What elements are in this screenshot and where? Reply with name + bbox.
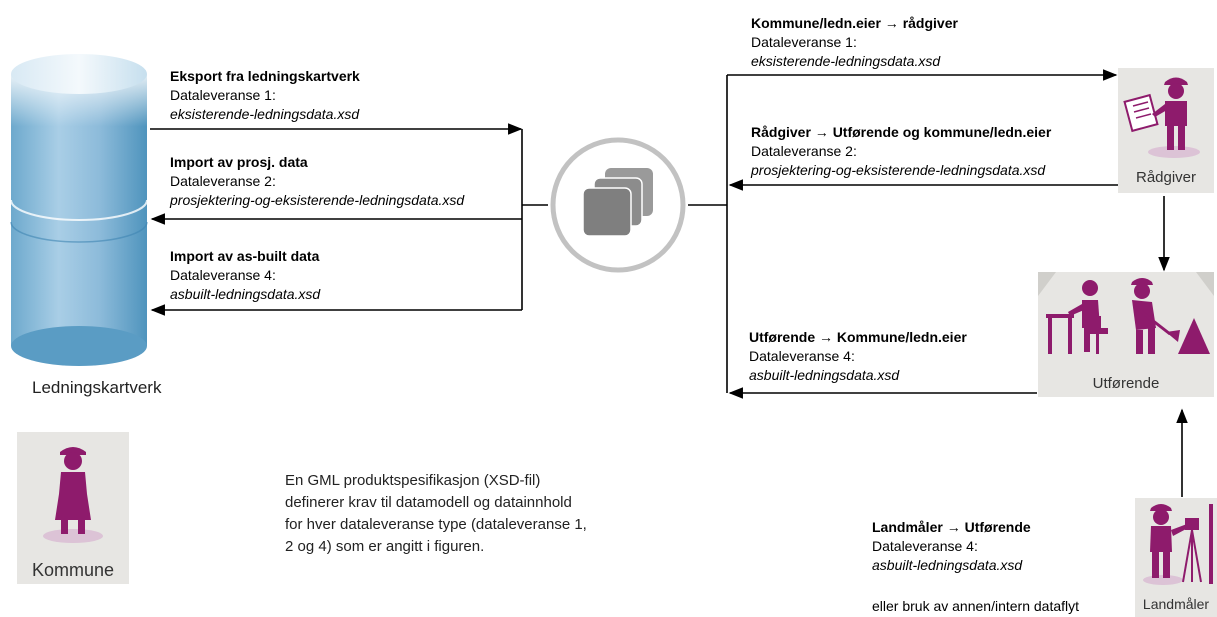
flow-delivery: Dataleveranse 2: [751, 143, 857, 159]
actor-landmaler: Landmåler [1135, 498, 1217, 617]
flow-delivery: Dataleveranse 1: [170, 87, 276, 103]
flow-file: eksisterende-ledningsdata.xsd [170, 106, 360, 122]
flow-delivery: Dataleveranse 2: [170, 173, 276, 189]
flow-from-landmaler-label: Landmåler → Utførende Dataleveranse 4: a… [872, 518, 1031, 575]
flow-file: prosjektering-og-eksisterende-ledningsda… [170, 192, 465, 208]
flow-file: asbuilt-ledningsdata.xsd [749, 367, 900, 383]
flow-delivery: Dataleveranse 4: [170, 267, 276, 283]
note-line: 2 og 4) som er angitt i figuren. [285, 538, 485, 555]
flow-file: asbuilt-ledningsdata.xsd [170, 286, 321, 302]
flow-title: Import av as-built data [170, 248, 320, 264]
actor-label: Utførende [1092, 375, 1160, 392]
flow-file: asbuilt-ledningsdata.xsd [872, 557, 1023, 573]
flow-from-utforende-label: Utførende → Kommune/ledn.eier Datalevera… [749, 328, 967, 385]
flow-title: Eksport fra ledningskartverk [170, 68, 360, 84]
flow-to-radgiver-label: Kommune/ledn.eier → rådgiver Dataleveran… [751, 14, 958, 71]
flow-title: Import av prosj. data [170, 154, 308, 170]
flow-delivery: Dataleveranse 1: [751, 34, 857, 50]
database-cylinder [10, 54, 148, 366]
flow-export-label: Eksport fra ledningskartverk Dataleveran… [170, 67, 360, 124]
actor-utforende: Utførende [1038, 272, 1214, 397]
flow-from-radgiver-label: Rådgiver → Utførende og kommune/ledn.eie… [751, 123, 1051, 180]
actor-radgiver: Rådgiver [1118, 68, 1214, 193]
flow-delivery: Dataleveranse 4: [749, 348, 855, 364]
note-line: definerer krav til datamodell og datainn… [285, 494, 572, 511]
flow-delivery: Dataleveranse 4: [872, 538, 978, 554]
kommune-person-icon [43, 447, 103, 543]
note-line: for hver dataleveranse type (dataleveran… [285, 516, 587, 533]
xsd-note: En GML produktspesifikasjon (XSD-fil) de… [285, 470, 587, 558]
database-label: Ledningskartverk [32, 378, 162, 397]
flow-title: Utførende → Kommune/ledn.eier [749, 329, 967, 345]
actor-label: Landmåler [1142, 596, 1210, 612]
actor-kommune: Kommune [17, 432, 129, 584]
hub-icon [550, 137, 686, 273]
flow-import-asbuilt-label: Import av as-built data Dataleveranse 4:… [170, 247, 320, 304]
utforende-workers-icon [1038, 272, 1214, 354]
flow-title: Landmåler → Utførende [872, 519, 1031, 535]
note-line: En GML produktspesifikasjon (XSD-fil) [285, 472, 541, 489]
actor-label: Kommune [31, 560, 115, 580]
landmaler-surveyor-icon [1143, 504, 1213, 585]
flow-import-prosj-label: Import av prosj. data Dataleveranse 2: p… [170, 153, 464, 210]
flow-alternative-note: eller bruk av annen/intern dataflyt [872, 598, 1080, 614]
flow-file: eksisterende-ledningsdata.xsd [751, 53, 941, 69]
actor-label: Rådgiver [1135, 169, 1197, 186]
flow-file: prosjektering-og-eksisterende-ledningsda… [751, 162, 1046, 178]
flow-title: Kommune/ledn.eier → rådgiver [751, 15, 958, 31]
flow-title: Rådgiver → Utførende og kommune/ledn.eie… [751, 124, 1052, 140]
radgiver-person-icon [1123, 77, 1200, 158]
